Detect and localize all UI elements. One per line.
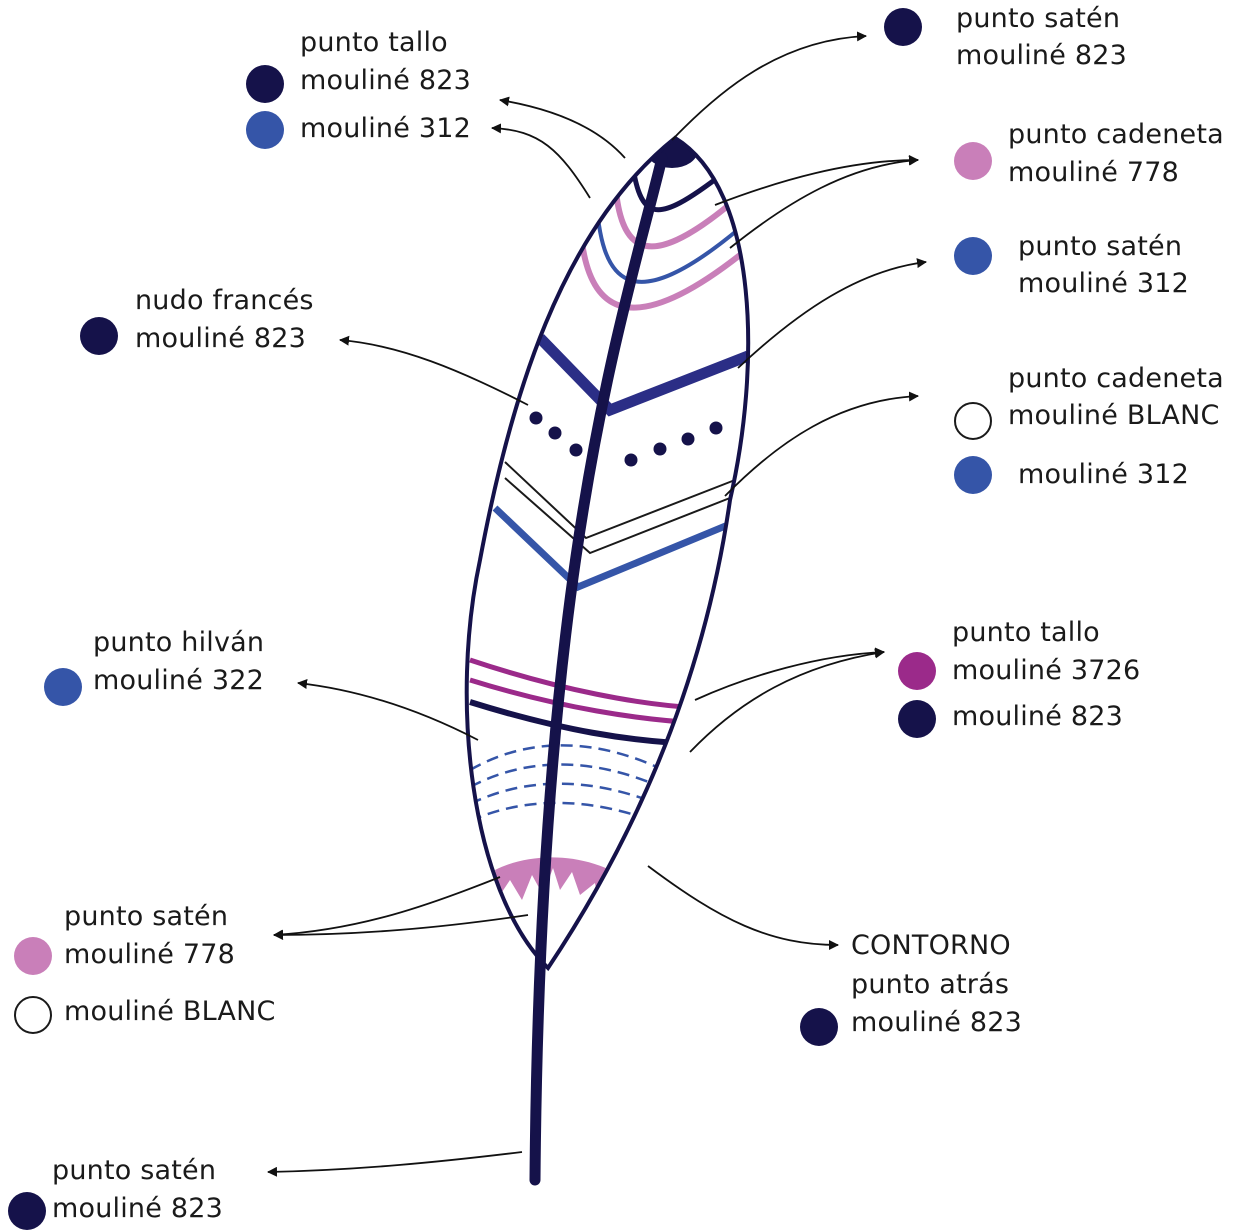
tallo-3726-band-1 bbox=[470, 660, 700, 708]
cadeneta-blanc-line-1 bbox=[505, 462, 735, 538]
swatch-322 bbox=[44, 668, 82, 706]
contorno-thread: mouliné 823 bbox=[851, 1004, 1022, 1042]
arrow-tallo-823 bbox=[500, 100, 625, 158]
swatch-blanc bbox=[954, 402, 992, 440]
arrow-contorno bbox=[648, 866, 838, 945]
cadeneta-blanc-thread: mouliné BLANC bbox=[1008, 397, 1220, 435]
saten-stem-thread: mouliné 823 bbox=[52, 1190, 223, 1228]
french-knots bbox=[530, 412, 723, 467]
contorno-stitch: punto atrás bbox=[851, 966, 1009, 1004]
tallo-3726-band-2 bbox=[470, 680, 700, 723]
arrow-cadeneta-blanc bbox=[725, 396, 918, 496]
arrow-saten-tip bbox=[672, 36, 866, 140]
arrow-nudo bbox=[340, 340, 528, 405]
swatch-823 bbox=[898, 700, 936, 738]
annotation-arrows bbox=[268, 36, 926, 1172]
tallo-top-thread-823: mouliné 823 bbox=[300, 62, 471, 100]
saten-312-stitch: punto satén bbox=[1018, 228, 1182, 266]
arrow-hilvan bbox=[298, 683, 478, 740]
swatch-778 bbox=[14, 937, 52, 975]
saten-tip-thread: mouliné 823 bbox=[956, 37, 1127, 75]
swatch-3726 bbox=[898, 652, 936, 690]
swatch-823 bbox=[246, 65, 284, 103]
swatch-312 bbox=[954, 456, 992, 494]
contorno-title: CONTORNO bbox=[851, 927, 1011, 965]
saten-tip-stitch: punto satén bbox=[956, 0, 1120, 38]
arrow-tallo-3726 bbox=[695, 652, 884, 700]
swatch-823 bbox=[800, 1008, 838, 1046]
arrow-tallo-312 bbox=[492, 128, 590, 198]
cadeneta-312-thread: mouliné 312 bbox=[1018, 456, 1189, 494]
swatch-823 bbox=[8, 1192, 46, 1230]
hilvan-thread: mouliné 322 bbox=[93, 662, 264, 700]
hilvan-stitch: punto hilván bbox=[93, 624, 264, 662]
swatch-312 bbox=[246, 111, 284, 149]
satin-chevron-312 bbox=[540, 338, 748, 410]
cadeneta-blanc-line-2 bbox=[505, 478, 735, 553]
hilvan-arcs bbox=[470, 745, 700, 842]
tallo-top-stitch: punto tallo bbox=[300, 24, 448, 62]
saten-778-thread: mouliné 778 bbox=[64, 936, 235, 974]
arrow-cadeneta-778-a bbox=[715, 160, 918, 205]
cadeneta-blanc-stitch: punto cadeneta bbox=[1008, 360, 1224, 398]
swatch-blanc bbox=[14, 996, 52, 1034]
saten-blanc-thread: mouliné BLANC bbox=[64, 993, 276, 1031]
arrow-cadeneta-778-b bbox=[730, 160, 918, 248]
saten-778-stitch: punto satén bbox=[64, 898, 228, 936]
cadeneta-312-chevron bbox=[495, 508, 735, 587]
tallo-3726-thread: mouliné 3726 bbox=[952, 652, 1140, 690]
nudo-stitch: nudo francés bbox=[135, 282, 314, 320]
satin-778-fan bbox=[495, 857, 635, 915]
swatch-823 bbox=[884, 8, 922, 46]
feather-stem bbox=[535, 158, 662, 1180]
cadeneta-778-thread: mouliné 778 bbox=[1008, 154, 1179, 192]
cadeneta-778-stitch: punto cadeneta bbox=[1008, 116, 1224, 154]
nudo-thread: mouliné 823 bbox=[135, 320, 306, 358]
tallo-823-thread: mouliné 823 bbox=[952, 698, 1123, 736]
swatch-778 bbox=[954, 142, 992, 180]
feather-outline bbox=[467, 138, 748, 968]
saten-stem-stitch: punto satén bbox=[52, 1152, 216, 1190]
swatch-823 bbox=[80, 317, 118, 355]
feather-patterns bbox=[470, 132, 748, 915]
swatch-312 bbox=[954, 237, 992, 275]
tallo-top-thread-312: mouliné 312 bbox=[300, 110, 471, 148]
arrow-saten-stem bbox=[268, 1152, 522, 1172]
arrow-saten-778 bbox=[274, 877, 500, 935]
saten-312-thread: mouliné 312 bbox=[1018, 265, 1189, 303]
tallo-pink-curve-outer bbox=[580, 222, 740, 308]
arrow-saten-312 bbox=[738, 262, 926, 368]
tallo-3726-stitch: punto tallo bbox=[952, 614, 1100, 652]
